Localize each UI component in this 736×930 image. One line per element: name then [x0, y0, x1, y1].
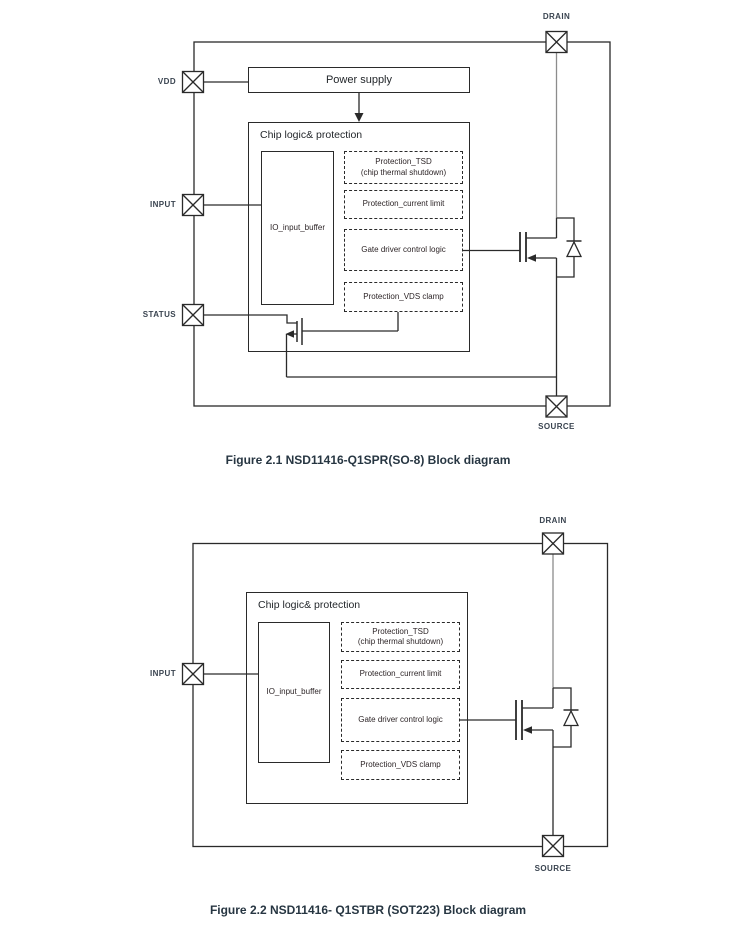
fig2-protection-tsd-block: Protection_TSD (chip thermal shutdown) — [341, 622, 460, 652]
fig1-gate-driver-label: Gate driver control logic — [361, 244, 446, 254]
fig2-caption: Figure 2.2 NSD11416- Q1STBR (SOT223) Blo… — [209, 903, 527, 917]
fig1-pin-drain — [545, 30, 568, 54]
fig2-input-pin-label: INPUT — [150, 669, 176, 678]
fig1-power-to-logic-arrow — [354, 93, 364, 122]
fig1-outer-boundary — [193, 41, 611, 407]
fig2-pin-drain — [541, 532, 565, 555]
fig1-protection-tsd-label: Protection_TSD — [375, 157, 432, 167]
fig2-protection-vds-clamp-label: Protection_VDS clamp — [360, 759, 441, 769]
fig1-body-diode — [556, 217, 583, 278]
fig2-chip-logic-label: Chip logic& protection — [258, 599, 361, 611]
fig2-protection-current-limit-block: Protection_current limit — [341, 660, 460, 689]
fig1-power-mosfet — [463, 218, 558, 396]
fig1-chip-logic-block — [248, 122, 470, 352]
fig2-protection-vds-clamp-block: Protection_VDS clamp — [341, 750, 460, 780]
fig1-vdd-pin-label: VDD — [157, 77, 176, 86]
fig1-gate-driver-block: Gate driver control logic — [344, 229, 463, 271]
fig1-protection-current-limit-label: Protection_current limit — [362, 199, 445, 209]
fig2-pin-source — [541, 834, 565, 858]
fig1-caption: Figure 2.1 NSD11416-Q1SPR(SO-8) Block di… — [225, 453, 511, 467]
fig2-gate-driver-label: Gate driver control logic — [358, 714, 443, 724]
fig1-io-input-buffer-label: IO_input_buffer — [269, 222, 325, 232]
fig2-chip-logic-block — [246, 592, 468, 804]
fig1-source-pin-label: SOURCE — [538, 422, 575, 431]
fig1-power-supply-block: Power supply — [248, 67, 470, 93]
fig1-pin-vdd — [181, 70, 205, 94]
fig1-status-lead — [203, 314, 297, 324]
fig2-protection-tsd-sublabel: (chip thermal shutdown) — [357, 637, 444, 646]
fig2-gate-driver-block: Gate driver control logic — [341, 698, 460, 742]
fig2-source-pin-label: SOURCE — [534, 864, 572, 873]
fig1-io-input-buffer-block: IO_input_buffer — [261, 151, 334, 305]
fig2-body-diode — [553, 687, 580, 748]
fig1-pin-status — [181, 303, 205, 327]
fig1-status-pin-label: STATUS — [142, 310, 176, 319]
fig1-protection-tsd-sublabel: (chip thermal shutdown) — [360, 167, 447, 177]
fig2-pin-input — [181, 662, 205, 686]
fig1-pin-source — [545, 395, 568, 418]
fig1-pin-input — [181, 193, 205, 217]
fig2-protection-current-limit-label: Protection_current limit — [359, 669, 442, 679]
fig2-io-input-buffer-block: IO_input_buffer — [258, 622, 330, 763]
fig1-protection-current-limit-block: Protection_current limit — [344, 190, 463, 219]
fig1-power-supply-label: Power supply — [325, 74, 393, 86]
fig2-drain-pin-label: DRAIN — [539, 516, 567, 525]
fig2-outer-boundary — [192, 542, 609, 848]
fig2-io-input-buffer-label: IO_input_buffer — [266, 687, 322, 697]
fig1-protection-vds-clamp-label: Protection_VDS clamp — [363, 291, 444, 301]
fig1-protection-vds-clamp-block: Protection_VDS clamp — [344, 282, 463, 312]
fig1-input-pin-label: INPUT — [150, 200, 176, 209]
fig2-protection-tsd-label: Protection_TSD — [372, 626, 429, 636]
fig2-power-mosfet — [460, 688, 554, 836]
fig1-drain-pin-label: DRAIN — [542, 12, 571, 21]
fig1-chip-logic-label: Chip logic& protection — [260, 129, 363, 141]
fig1-status-transistor — [285, 312, 557, 378]
fig1-protection-tsd-block: Protection_TSD (chip thermal shutdown) — [344, 151, 463, 184]
